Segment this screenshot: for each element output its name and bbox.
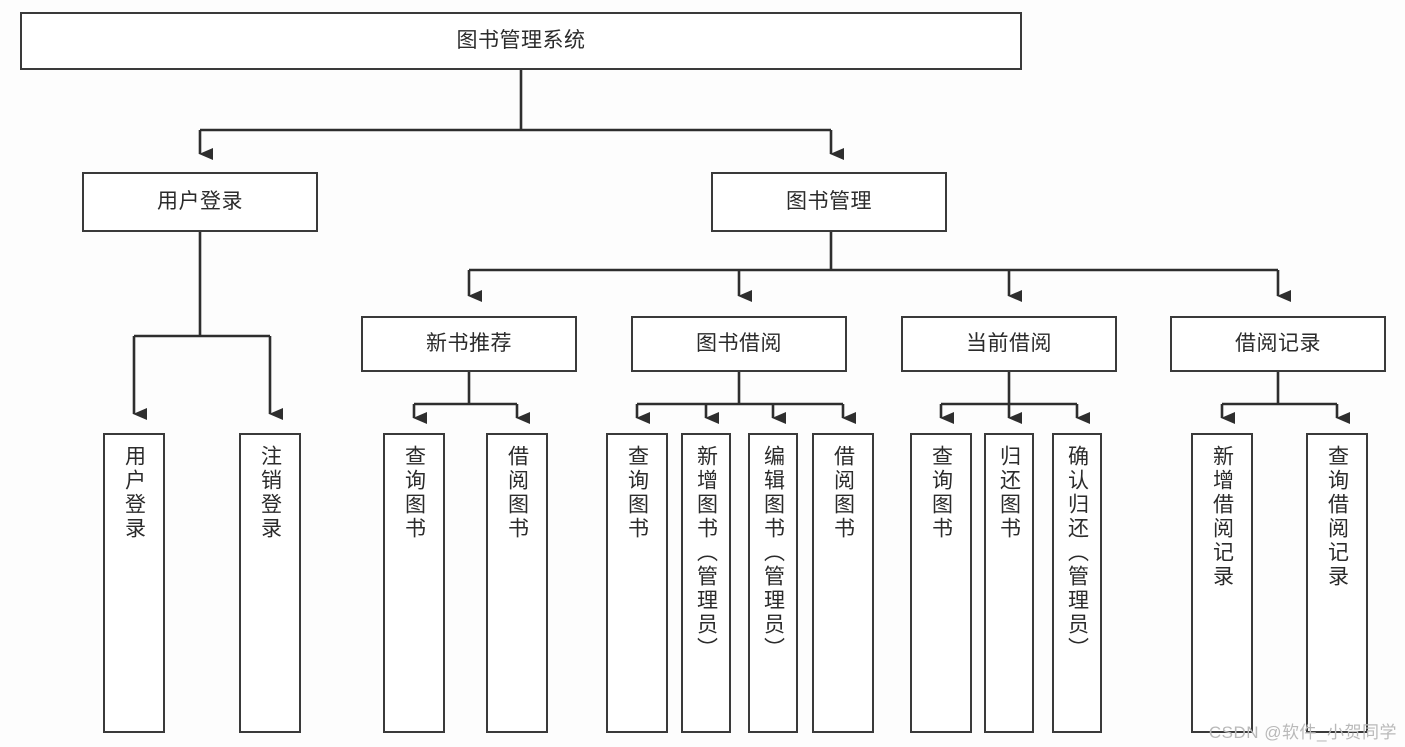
node-leaf-query-record-label: 查询借阅记录: [1325, 445, 1349, 589]
node-leaf-borrow-book-2-label: 借阅图书: [831, 445, 855, 541]
node-current-borrow-label: 当前借阅: [966, 331, 1052, 355]
node-leaf-borrow-book-2[interactable]: 借阅图书: [812, 433, 874, 733]
node-new-book-recommend[interactable]: 新书推荐: [361, 316, 577, 372]
node-user-login-label: 用户登录: [157, 189, 243, 213]
node-leaf-return-book-label: 归还图书: [997, 445, 1021, 541]
node-leaf-logout-login[interactable]: 注销登录: [239, 433, 301, 733]
node-book-manage-label: 图书管理: [786, 189, 872, 213]
node-leaf-query-record[interactable]: 查询借阅记录: [1306, 433, 1368, 733]
node-leaf-query-book-2[interactable]: 查询图书: [606, 433, 668, 733]
node-leaf-edit-book[interactable]: 编辑图书（管理员）: [748, 433, 798, 733]
node-leaf-add-record-label: 新增借阅记录: [1210, 445, 1234, 589]
node-borrow-record[interactable]: 借阅记录: [1170, 316, 1386, 372]
node-leaf-confirm-return[interactable]: 确认归还（管理员）: [1052, 433, 1102, 733]
node-leaf-add-book-label: 新增图书（管理员）: [694, 445, 718, 661]
node-leaf-user-login-label: 用户登录: [122, 445, 146, 541]
node-leaf-logout-login-label: 注销登录: [258, 445, 282, 541]
csdn-watermark: CSDN @软件_小贺同学: [1208, 723, 1397, 742]
node-leaf-query-book-1[interactable]: 查询图书: [383, 433, 445, 733]
node-borrow-record-label: 借阅记录: [1235, 331, 1321, 355]
node-book-manage[interactable]: 图书管理: [711, 172, 947, 232]
node-leaf-user-login[interactable]: 用户登录: [103, 433, 165, 733]
node-leaf-query-book-2-label: 查询图书: [625, 445, 649, 541]
node-leaf-add-record[interactable]: 新增借阅记录: [1191, 433, 1253, 733]
node-new-book-recommend-label: 新书推荐: [426, 331, 512, 355]
node-book-borrow-label: 图书借阅: [696, 331, 782, 355]
node-root-system-label: 图书管理系统: [456, 28, 586, 52]
node-leaf-borrow-book-1-label: 借阅图书: [505, 445, 529, 541]
node-leaf-return-book[interactable]: 归还图书: [984, 433, 1034, 733]
node-leaf-query-book-3-label: 查询图书: [929, 445, 953, 541]
node-user-login[interactable]: 用户登录: [82, 172, 318, 232]
node-leaf-confirm-return-label: 确认归还（管理员）: [1065, 445, 1089, 661]
node-leaf-borrow-book-1[interactable]: 借阅图书: [486, 433, 548, 733]
node-book-borrow[interactable]: 图书借阅: [631, 316, 847, 372]
node-leaf-query-book-1-label: 查询图书: [402, 445, 426, 541]
node-root-system[interactable]: 图书管理系统: [20, 12, 1022, 70]
node-current-borrow[interactable]: 当前借阅: [901, 316, 1117, 372]
node-leaf-query-book-3[interactable]: 查询图书: [910, 433, 972, 733]
node-leaf-edit-book-label: 编辑图书（管理员）: [761, 445, 785, 661]
node-leaf-add-book[interactable]: 新增图书（管理员）: [681, 433, 731, 733]
